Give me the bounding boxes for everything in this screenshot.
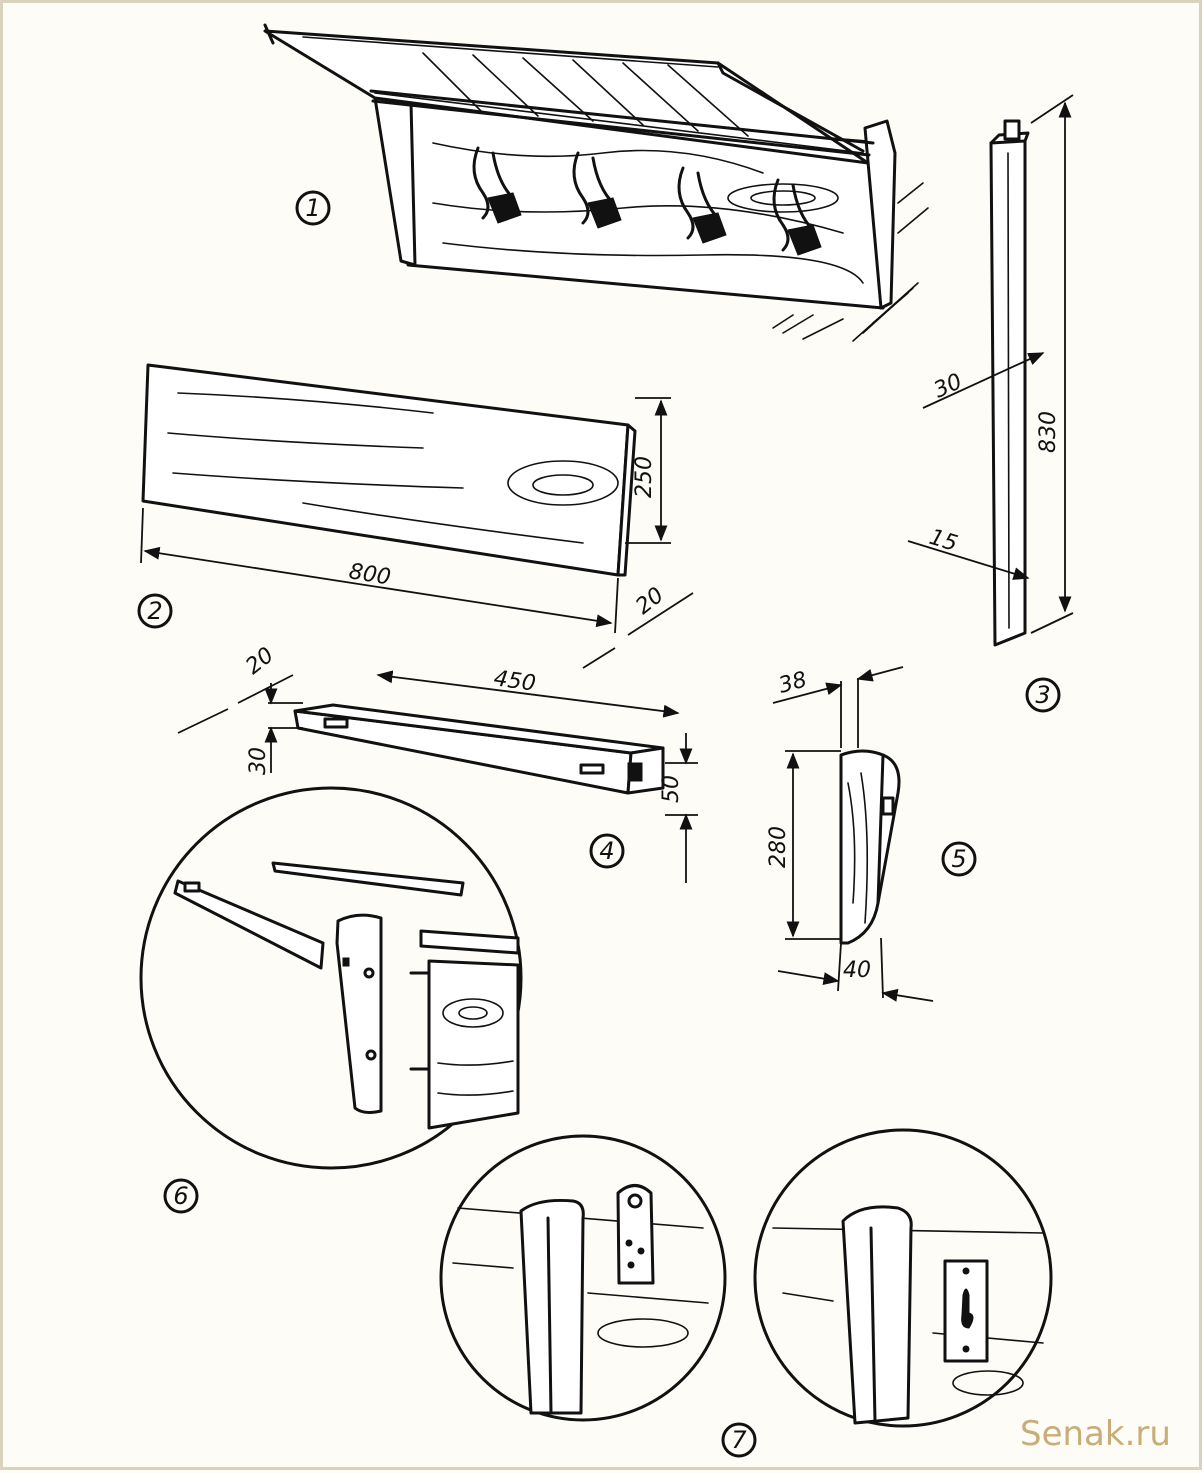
bracket-body — [839, 749, 901, 945]
figure-3-marker — [1025, 677, 1061, 713]
front-rail — [369, 89, 875, 157]
dim-label-50: 50 — [659, 775, 684, 803]
figure-1-marker — [295, 190, 331, 226]
dim-label-30-rail: 30 — [930, 369, 966, 403]
figure-6-joint-detail: 6 — [139, 786, 523, 1214]
dim-label-40: 40 — [843, 958, 871, 983]
detail-bracket — [335, 913, 383, 1114]
left-bracket — [373, 96, 417, 267]
figure-2-number: 2 — [147, 597, 162, 625]
figure-4-shelf-rail: 450 20 30 50 4 — [177, 643, 698, 883]
dim-label-30-shelf: 30 — [246, 747, 271, 775]
figure-6-number: 6 — [173, 1182, 188, 1210]
figure-7-number: 7 — [731, 1426, 747, 1454]
hook-2 — [572, 151, 622, 229]
right-post — [841, 1205, 913, 1425]
assembly-drawing: 1 800 250 20 2 830 30 — [137, 23, 1171, 1458]
bracket-grain — [847, 772, 869, 924]
back-board-grain — [432, 142, 864, 284]
hook-1 — [472, 146, 522, 224]
detail-rail-right — [419, 929, 520, 955]
mortise-1 — [323, 717, 349, 729]
bracket-mortise — [881, 796, 895, 816]
dim-label-450: 450 — [492, 666, 537, 697]
dim-label-20-board: 20 — [631, 583, 668, 620]
detail-shelf-rail — [173, 879, 325, 970]
board-grain — [167, 392, 619, 544]
hook-4 — [772, 178, 822, 256]
detail-mortise — [183, 881, 201, 893]
figure-1-assembled-hanger: 1 — [263, 23, 929, 342]
figure-7-mounting-details: 7 — [439, 1128, 1053, 1458]
figure-5-bracket: 38 280 40 5 — [766, 666, 977, 1002]
hook-3 — [677, 166, 727, 244]
coat-hooks — [472, 146, 822, 256]
dim-label-830: 830 — [1036, 411, 1061, 453]
figure-2-marker — [137, 593, 173, 629]
board-face — [141, 363, 630, 577]
detail-board — [427, 959, 520, 1130]
right-bracket — [863, 119, 897, 310]
dim-label-280: 280 — [766, 826, 791, 868]
detail-circle-6 — [139, 786, 523, 1170]
figure-1-number: 1 — [305, 194, 320, 222]
left-post — [519, 1199, 585, 1415]
dim-label-20-shelf: 20 — [241, 643, 278, 680]
side-rail — [263, 23, 865, 153]
figure-4-number: 4 — [599, 837, 614, 865]
figure-5-number: 5 — [951, 845, 966, 873]
rail-tenon — [1003, 119, 1021, 141]
dim-label-800: 800 — [347, 559, 392, 590]
figure-3-rail: 830 30 15 3 — [907, 94, 1074, 713]
hanging-plate — [616, 1184, 655, 1285]
detail-grain — [437, 998, 514, 1096]
mortise-2 — [579, 763, 605, 775]
figure-7-marker — [721, 1422, 757, 1458]
shelf-slat-lines — [302, 36, 864, 154]
detail-circle-7-right — [753, 1128, 1053, 1428]
figure-3-number: 3 — [1035, 681, 1050, 709]
dim-line-450 — [376, 670, 680, 718]
detail-rail-upper — [271, 861, 465, 897]
figure-6-marker — [163, 1178, 199, 1214]
watermark-text: Senak.ru — [1020, 1414, 1171, 1454]
dim-line-800 — [143, 546, 613, 628]
dim-label-15-rail: 15 — [926, 525, 960, 557]
board-edge — [616, 423, 637, 577]
detail-circle-7-left — [439, 1134, 727, 1422]
figure-2-back-board: 800 250 20 2 — [137, 363, 694, 669]
figure-4-marker — [589, 833, 625, 869]
dim-label-250: 250 — [632, 456, 657, 498]
figure-5-marker — [941, 841, 977, 877]
wall-shading — [772, 182, 929, 342]
shelf-rail-tenon — [627, 762, 643, 782]
